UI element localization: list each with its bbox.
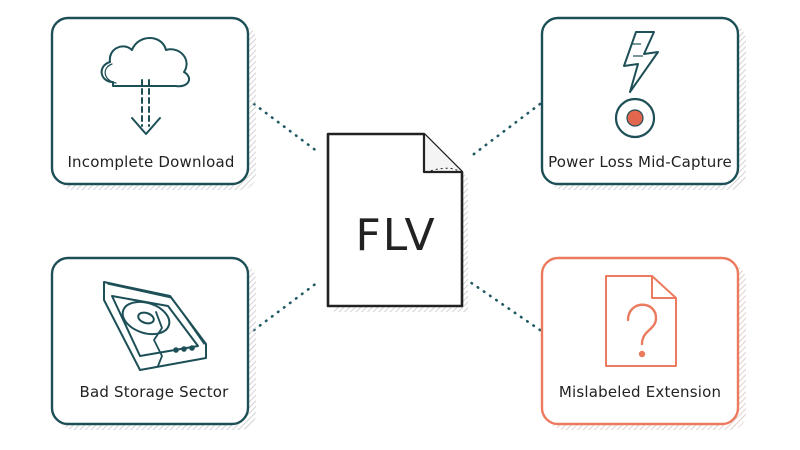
cause-card-incomplete-download: Incomplete Download xyxy=(50,16,256,190)
connector-power-loss xyxy=(468,102,542,159)
cause-label: Bad Storage Sector xyxy=(79,383,229,401)
flv-file-icon: FLV xyxy=(326,132,468,312)
cause-card-mislabeled-extension: Mislabeled Extension xyxy=(540,256,746,430)
record-button-icon xyxy=(614,97,656,139)
question-file-icon xyxy=(605,275,677,367)
cracked-hard-drive-icon xyxy=(103,281,207,371)
connector-incomplete-download xyxy=(252,102,320,154)
file-type-label: FLV xyxy=(355,210,436,261)
cloud-download-icon xyxy=(100,37,191,135)
cause-label: Incomplete Download xyxy=(67,153,234,171)
connector-bad-sector xyxy=(252,280,320,332)
cause-label: Mislabeled Extension xyxy=(559,383,721,401)
lightning-bolt-icon xyxy=(623,31,659,93)
connector-mislabeled xyxy=(468,280,542,332)
cause-card-power-loss: Power Loss Mid-Capture xyxy=(540,16,746,190)
cause-card-bad-sector: Bad Storage Sector xyxy=(50,256,256,430)
connectors xyxy=(252,102,542,332)
cause-label: Power Loss Mid-Capture xyxy=(548,153,732,171)
